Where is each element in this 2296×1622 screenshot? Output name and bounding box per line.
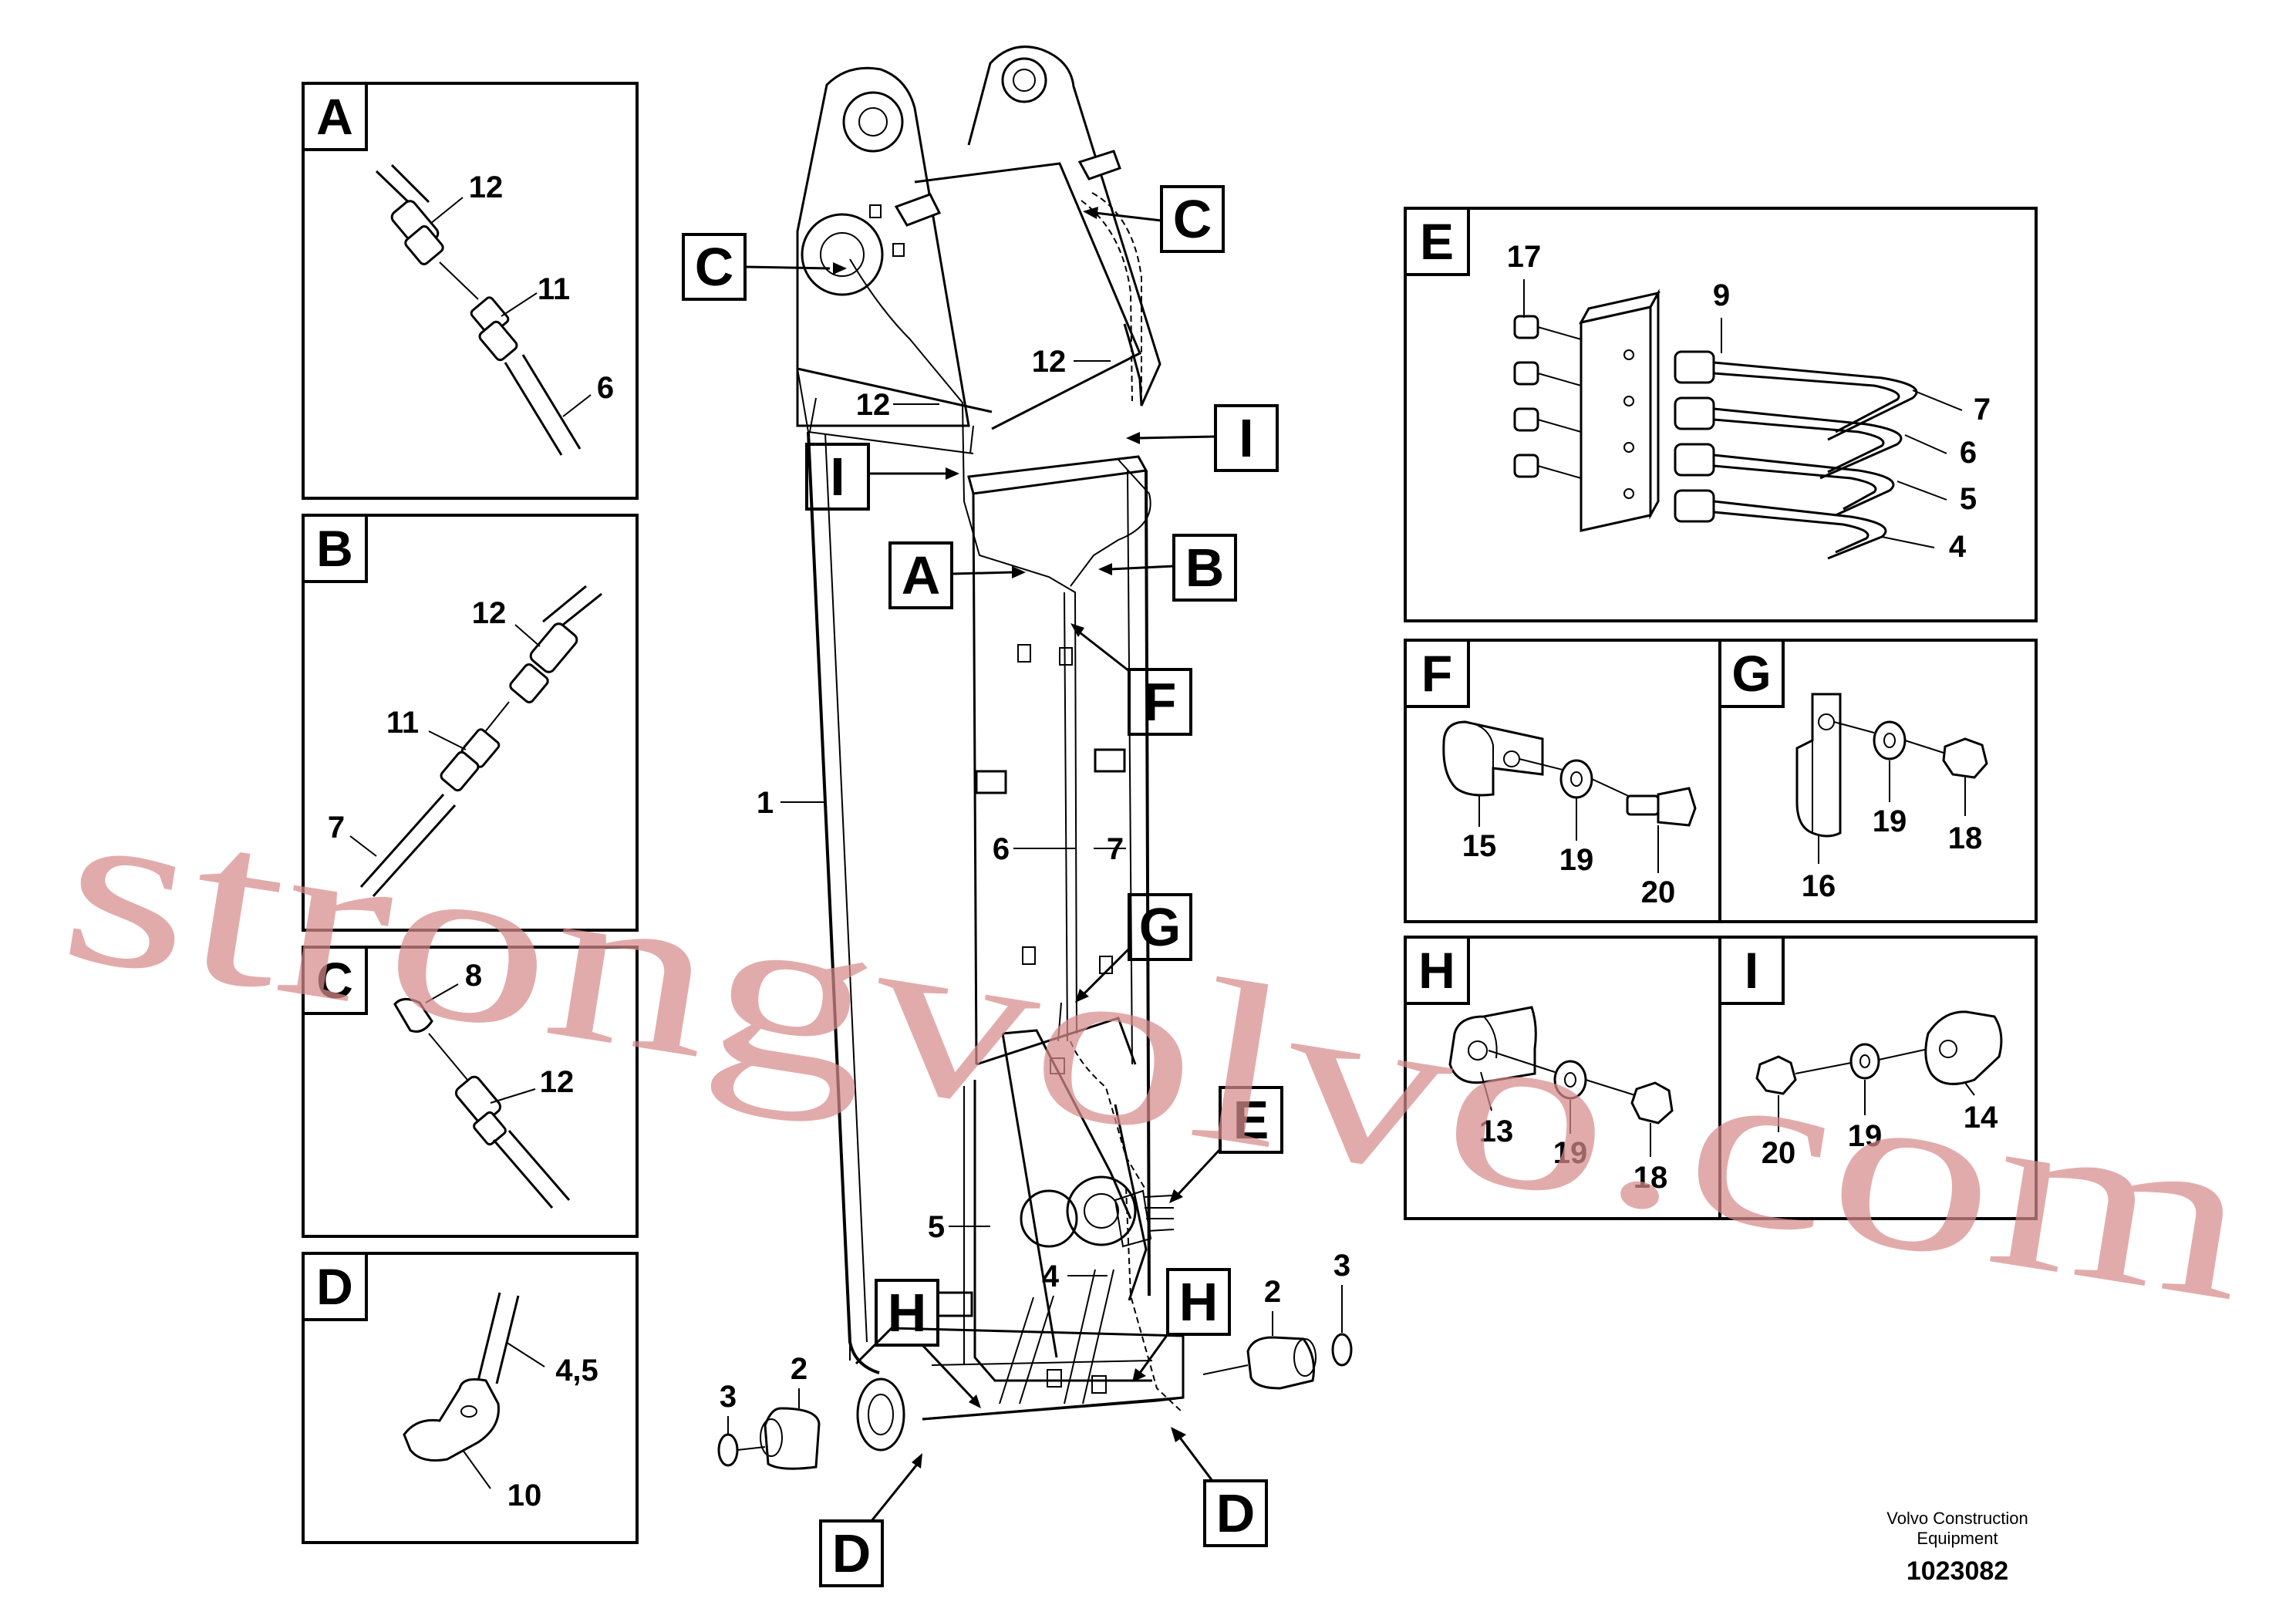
panel-i-clamp-assembly xyxy=(1755,1010,2003,1095)
panel-i-part-20: 20 xyxy=(1762,1136,1796,1170)
main-part-7: 7 xyxy=(1107,832,1124,866)
panel-a-hose-fitting xyxy=(375,164,582,456)
panel-g-part-19: 19 xyxy=(1873,804,1907,838)
panel-e-part-5: 5 xyxy=(1960,482,1977,516)
panel-h-part-18: 18 xyxy=(1633,1161,1668,1195)
panel-i-label: I xyxy=(1745,942,1758,999)
callout-a: A xyxy=(902,545,941,605)
main-part-3-left: 3 xyxy=(720,1380,737,1414)
panel-a-label: A xyxy=(316,88,353,145)
panel-a-part-12: 12 xyxy=(469,170,504,204)
watermark-text: strongvolvo.com xyxy=(48,751,2267,1350)
panel-b-label: B xyxy=(316,520,353,577)
callout-e: E xyxy=(1233,1090,1269,1150)
detail-panel-h: H 13 19 18 xyxy=(1404,936,1721,1220)
panel-h-part-19: 19 xyxy=(1553,1136,1588,1170)
main-part-4: 4 xyxy=(1042,1259,1060,1293)
callout-h-right: H xyxy=(1179,1272,1219,1332)
main-callouts: C C I I A B F G xyxy=(682,185,1283,1587)
panel-c-elbow-fitting xyxy=(393,998,571,1209)
panel-d-part-10: 10 xyxy=(507,1479,542,1512)
callout-h-left: H xyxy=(888,1283,927,1343)
panel-d-part-4-5: 4,5 xyxy=(555,1354,598,1388)
detail-panel-i: I 20 19 14 xyxy=(1718,936,2038,1220)
callout-f: F xyxy=(1144,672,1177,732)
panel-c-part-12: 12 xyxy=(540,1065,575,1099)
detail-panel-b: B 12 11 7 xyxy=(302,514,639,932)
callout-c-left: C xyxy=(695,237,734,297)
panel-e-part-6: 6 xyxy=(1960,436,1977,470)
panel-d-elbow-fitting xyxy=(403,1292,520,1462)
panel-i-part-19: 19 xyxy=(1848,1119,1883,1153)
main-part-2-left: 2 xyxy=(791,1352,807,1386)
panel-g-clip-assembly xyxy=(1795,693,1988,838)
callout-i-left: I xyxy=(830,447,845,507)
panel-i-part-14: 14 xyxy=(1964,1101,1998,1135)
panel-b-hose-fitting xyxy=(359,585,602,898)
detail-panel-c: C 8 12 xyxy=(302,946,639,1238)
main-part-12-right: 12 xyxy=(1032,345,1067,379)
callout-c-right: C xyxy=(1173,189,1212,249)
panel-g-part-16: 16 xyxy=(1802,869,1836,903)
panel-g-label: G xyxy=(1731,645,1771,702)
panel-b-part-7: 7 xyxy=(328,811,345,845)
panel-f-part-15: 15 xyxy=(1462,829,1497,863)
panel-a-part-6: 6 xyxy=(597,371,614,405)
detail-panel-g: G 16 19 18 xyxy=(1718,639,2038,923)
panel-h-part-13: 13 xyxy=(1479,1114,1514,1148)
panel-h-clamp-assembly xyxy=(1448,1006,1674,1125)
callout-d-right: D xyxy=(1216,1483,1256,1543)
callout-g: G xyxy=(1139,897,1181,957)
panel-f-clamp-assembly xyxy=(1442,720,1697,827)
panel-e-part-17: 17 xyxy=(1507,240,1542,274)
panel-d-label: D xyxy=(316,1258,353,1315)
panel-f-label: F xyxy=(1421,645,1452,702)
main-part-5: 5 xyxy=(928,1210,945,1244)
panel-c-part-8: 8 xyxy=(465,959,482,993)
detail-panel-e: E 17 xyxy=(1404,207,2038,622)
panel-h-label: H xyxy=(1418,942,1455,999)
boom-arm-drawing xyxy=(717,46,1353,1470)
detail-panel-a: A 12 11 6 xyxy=(302,82,639,500)
callout-b: B xyxy=(1185,538,1225,598)
panel-e-part-7: 7 xyxy=(1974,393,1991,427)
panel-e-hose-fittings xyxy=(1674,350,1918,560)
callout-d-left: D xyxy=(832,1523,872,1583)
footer-company-2: Equipment xyxy=(1917,1529,1998,1548)
panel-e-part-9: 9 xyxy=(1713,278,1730,312)
panel-g-part-18: 18 xyxy=(1948,821,1983,855)
callout-i-right: I xyxy=(1239,408,1253,468)
footer-block: Volvo Construction Equipment 1023082 xyxy=(1886,1509,2028,1586)
main-part-numbers: 12 12 1 6 7 5 4 3 2 2 3 xyxy=(720,345,1350,1435)
panel-b-part-12: 12 xyxy=(472,596,507,630)
panel-f-part-20: 20 xyxy=(1641,875,1676,909)
panel-e-manifold-block xyxy=(1513,288,1660,532)
footer-company: Volvo Construction xyxy=(1886,1509,2028,1528)
main-part-2-right: 2 xyxy=(1264,1275,1281,1309)
panel-b-part-11: 11 xyxy=(386,706,419,740)
main-part-12-left: 12 xyxy=(856,388,891,422)
panel-f-part-19: 19 xyxy=(1559,843,1594,877)
panel-c-label: C xyxy=(316,952,353,1009)
footer-diagram-code: 1023082 xyxy=(1907,1556,2008,1586)
main-part-3-right: 3 xyxy=(1333,1249,1350,1283)
detail-panel-d: D 4,5 10 xyxy=(302,1252,639,1544)
main-part-1: 1 xyxy=(757,786,774,820)
panel-e-part-4: 4 xyxy=(1949,530,1967,564)
main-part-6: 6 xyxy=(993,832,1010,866)
panel-e-label: E xyxy=(1420,213,1454,270)
panel-a-part-11: 11 xyxy=(538,272,570,306)
detail-panel-f: F 15 19 20 xyxy=(1404,639,1721,923)
